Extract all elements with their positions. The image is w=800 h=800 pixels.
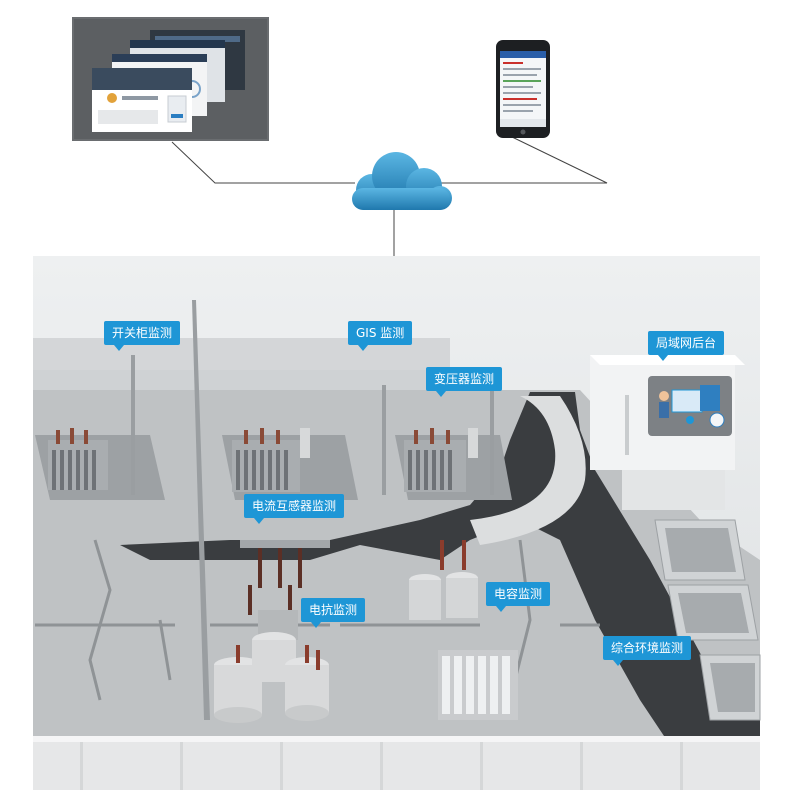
label-switchgear-monitoring: 开关柜监测 [104,321,181,351]
label-reactor-monitoring: 电抗监测 [301,598,366,628]
label-current-transformer-monitoring: 电流互感器监测 [244,494,345,524]
desktop-screens-icon [72,17,269,141]
capacitor-banks [409,540,518,720]
analytics-person-icon [648,376,732,436]
label-capacitor-monitoring: 电容监测 [486,582,551,612]
transformer-pad-right [395,428,512,500]
transformer-pad-middle [222,428,358,500]
smartphone-icon [496,40,550,138]
label-transformer-monitoring: 变压器监测 [426,367,503,397]
environment-pits [654,519,761,721]
lightning-rods [131,300,494,720]
reactor-tanks [214,632,329,723]
label-environment-monitoring: 综合环境监测 [603,636,692,666]
label-gis-monitoring: GIS 监测 [348,321,413,351]
cloud-icon [352,152,452,210]
label-lan-backend: 局域网后台 [648,331,725,361]
transformer-pad-left [35,428,165,500]
network-lines [171,135,608,256]
road [120,392,760,790]
